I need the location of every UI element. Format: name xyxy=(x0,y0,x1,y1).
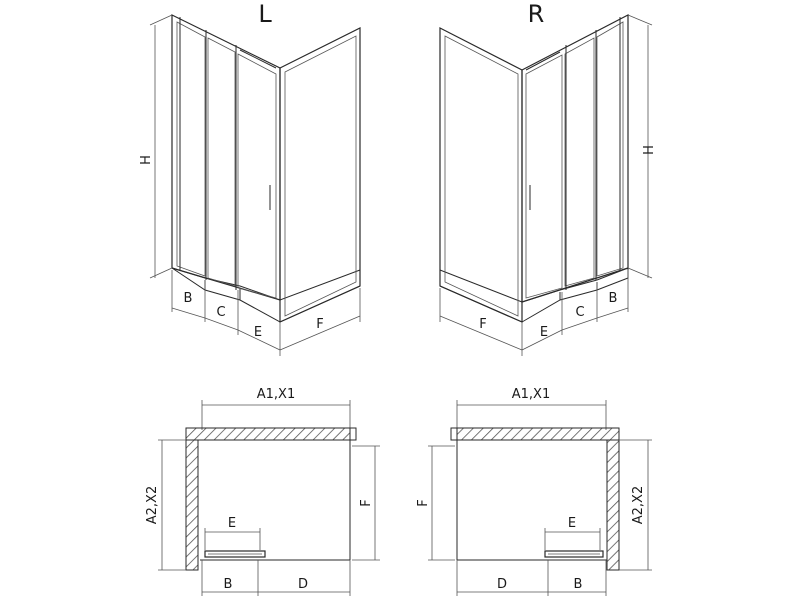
dim-b-left-3d: B xyxy=(184,291,193,306)
title-left: L xyxy=(258,0,272,28)
view-left-3d: L H xyxy=(139,0,361,356)
right-tray xyxy=(439,267,629,323)
dim-d-right-plan: D xyxy=(497,577,507,592)
dim-e-right-3d: E xyxy=(540,325,548,340)
left-plan-side-wall xyxy=(185,439,199,571)
dim-f-right-3d: F xyxy=(479,317,486,332)
plan-right: A1,X1 A2,X2 F E D B xyxy=(416,387,652,596)
dim-d-left-plan: D xyxy=(298,577,308,592)
title-right: R xyxy=(528,0,545,28)
dim-h-right: H xyxy=(642,145,657,155)
right-plan-side-wall xyxy=(606,439,620,571)
dim-a2x2-right: A2,X2 xyxy=(631,486,646,524)
dim-f-left-3d: F xyxy=(316,317,323,332)
view-right-3d: R H xyxy=(439,0,657,356)
dim-e-right-plan: E xyxy=(568,516,576,531)
right-front-panels xyxy=(521,14,629,303)
dim-c-right-3d: C xyxy=(575,305,584,320)
dim-a2x2-left: A2,X2 xyxy=(145,486,160,524)
left-plan-back-wall xyxy=(185,427,357,441)
dim-a1x1-right: A1,X1 xyxy=(512,387,550,402)
plan-left: A1,X1 A2,X2 F E B D xyxy=(145,387,380,596)
dim-a1x1-left: A1,X1 xyxy=(257,387,295,402)
dim-f-left-plan: F xyxy=(359,499,374,506)
dim-c-left-3d: C xyxy=(216,305,225,320)
left-side-panel xyxy=(279,27,361,323)
dim-b-right-plan: B xyxy=(574,577,583,592)
dim-b-right-3d: B xyxy=(609,291,618,306)
dim-b-left-plan: B xyxy=(224,577,233,592)
left-front-panels xyxy=(171,14,281,301)
dim-h-left: H xyxy=(139,155,154,165)
right-plan-back-wall xyxy=(450,427,620,441)
dim-f-right-plan: F xyxy=(416,499,431,506)
dim-e-left-3d: E xyxy=(254,325,262,340)
left-plan-door xyxy=(204,550,266,558)
dim-e-left-plan: E xyxy=(228,516,236,531)
right-plan-door xyxy=(544,550,604,558)
